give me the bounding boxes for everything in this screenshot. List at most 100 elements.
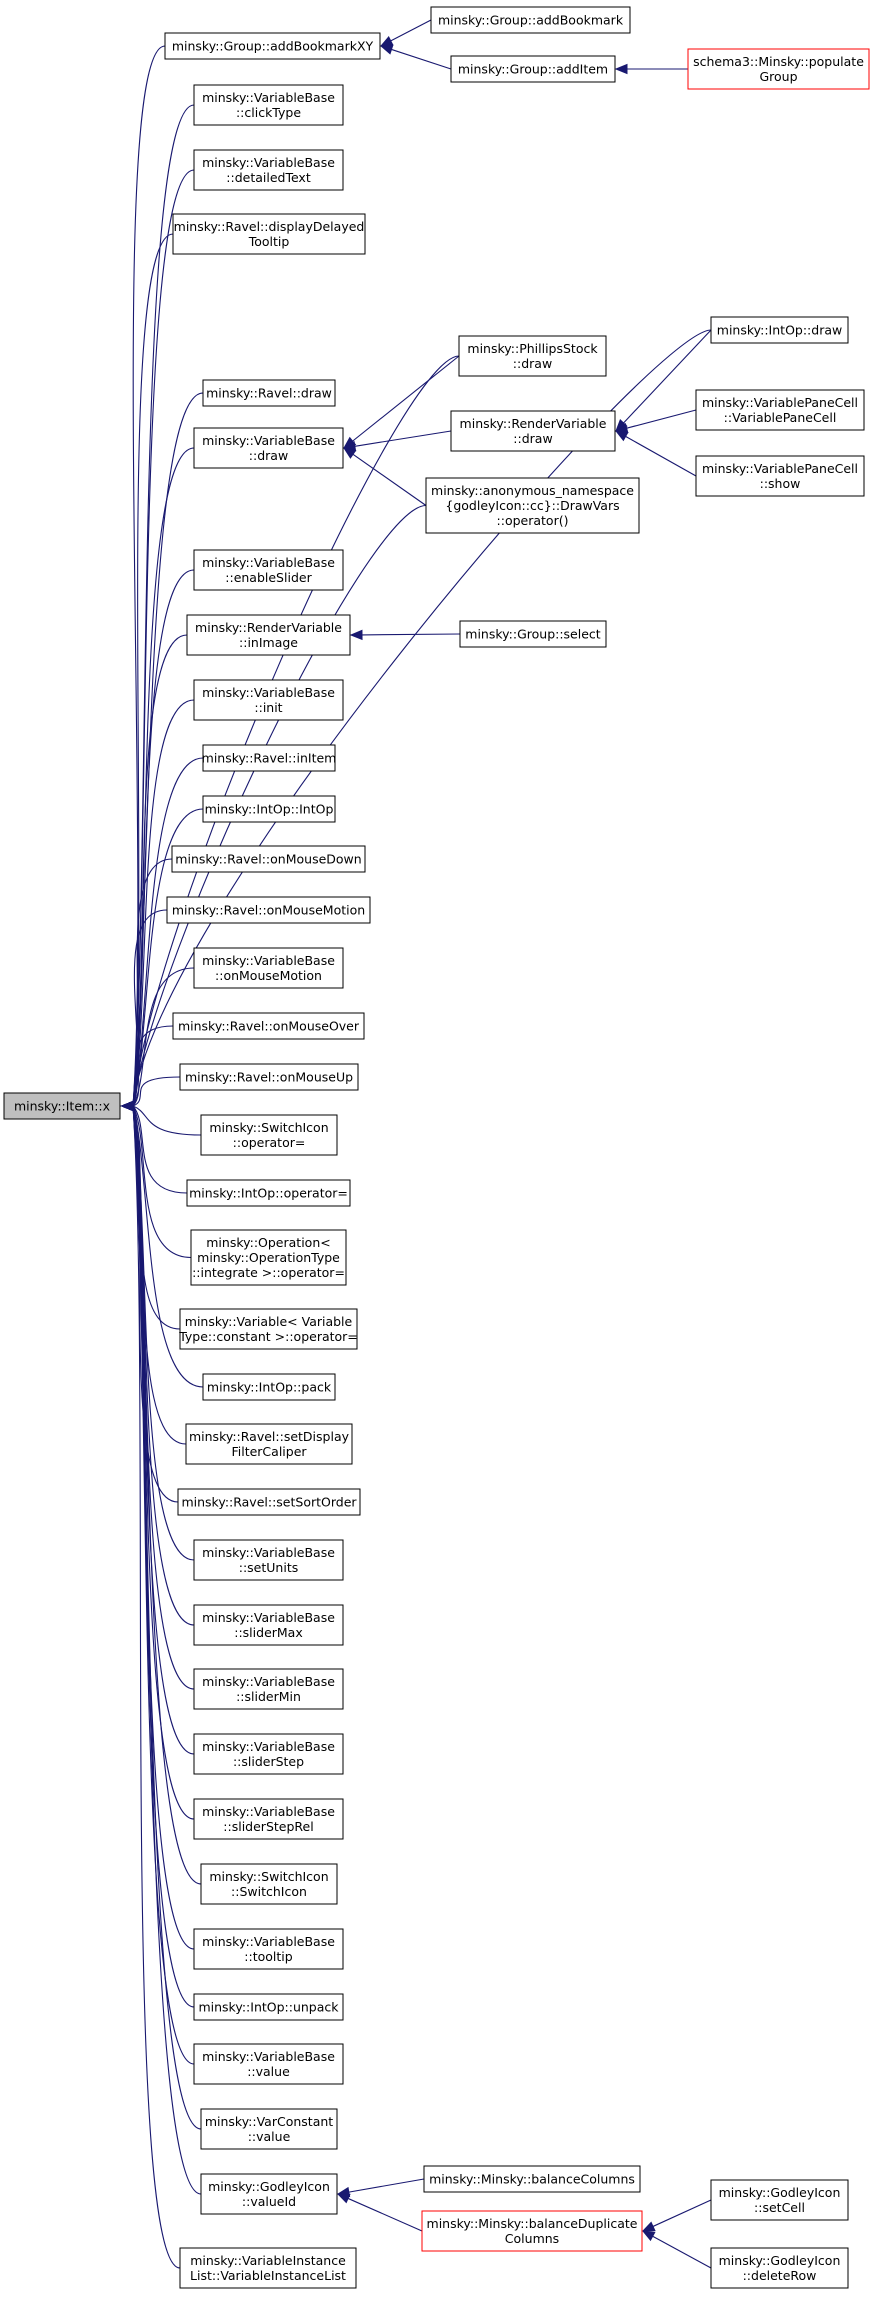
node-int-op-ctor[interactable]: minsky::IntOp::IntOp (202, 795, 336, 823)
node-enable-slider[interactable]: minsky::VariableBase::enableSlider (193, 549, 344, 591)
edge-line (132, 1105, 195, 1755)
node-label: minsky::GodleyIcon (208, 2179, 330, 2194)
node-var-inst-list[interactable]: minsky::VariableInstanceList::VariableIn… (179, 2247, 357, 2289)
node-box (421, 2210, 643, 2252)
node-box (193, 1604, 344, 1646)
node-var-assign[interactable]: minsky::Variable< VariableType::constant… (178, 1308, 358, 1350)
node-render-var-draw[interactable]: minsky::RenderVariable::draw (450, 410, 616, 452)
edge-balance-dup-to-value-id (336, 2193, 423, 2232)
node-x[interactable]: minsky::Item::x (3, 1092, 121, 1120)
node-op-assign[interactable]: minsky::Operation< minsky::OperationType… (190, 1229, 347, 1286)
node-vc-value[interactable]: minsky::VarConstant::value (200, 2108, 338, 2150)
node-mouse-motion[interactable]: minsky::Ravel::onMouseMotion (166, 896, 371, 924)
node-label: minsky::VariablePaneCell (702, 395, 858, 410)
node-box (458, 335, 607, 377)
node-slider-min[interactable]: minsky::VariableBase::sliderMin (193, 1668, 344, 1710)
node-label: ::sliderStepRel (223, 1819, 313, 1834)
node-init[interactable]: minsky::VariableBase::init (193, 679, 344, 721)
node-label: ::SwitchIcon (231, 1884, 307, 1899)
node-add-bookmark[interactable]: minsky::Group::addBookmark (430, 6, 631, 34)
node-label: ::deleteRow (743, 2268, 817, 2283)
node-ravel-draw[interactable]: minsky::Ravel::draw (202, 379, 336, 407)
node-label: ::clickType (236, 105, 301, 120)
node-int-op-assign[interactable]: minsky::IntOp::operator= (186, 1179, 351, 1207)
node-draw-vars[interactable]: minsky::anonymous_namespace{godleyIcon::… (425, 477, 640, 534)
node-label: ::enableSlider (225, 570, 312, 585)
edge-line (132, 329, 712, 1107)
node-value-id[interactable]: minsky::GodleyIcon::valueId (200, 2173, 338, 2215)
node-label: ::draw (513, 431, 552, 446)
node-vb-value[interactable]: minsky::VariableBase::value (193, 2043, 344, 2085)
node-mouse-over[interactable]: minsky::Ravel::onMouseOver (172, 1012, 365, 1040)
node-add-bookmark-xy[interactable]: minsky::Group::addBookmarkXY (164, 32, 381, 60)
node-sort-order[interactable]: minsky::Ravel::setSortOrder (177, 1488, 361, 1516)
edge-draw-vars-to-var-base-draw (342, 447, 427, 506)
node-set-units[interactable]: minsky::VariableBase::setUnits (193, 1539, 344, 1581)
edge-line (132, 1105, 192, 1259)
node-box (179, 1063, 359, 1091)
edge-value-id-to-x (120, 1100, 202, 2195)
node-var-pane-show[interactable]: minsky::VariablePaneCell::show (695, 455, 865, 497)
node-label: Type::constant >::operator= (178, 1329, 358, 1344)
node-label: ::tooltip (244, 1949, 292, 1964)
edge-line (626, 409, 697, 429)
node-label: minsky::IntOp::IntOp (205, 802, 334, 817)
edge-arrowhead (379, 44, 394, 55)
edge-line (132, 808, 204, 1107)
node-box (172, 1012, 365, 1040)
node-box (695, 455, 865, 497)
node-box (172, 213, 366, 255)
node-box (193, 1798, 344, 1840)
node-balance-cols[interactable]: minsky::Minsky::balanceColumns (423, 2165, 641, 2193)
edge-tooltip-to-x (120, 1100, 195, 1950)
edge-line (132, 1105, 195, 1820)
node-var-base-draw[interactable]: minsky::VariableBase::draw (193, 427, 344, 469)
edge-slider-step-to-x (120, 1100, 195, 1755)
edge-var-base-draw-to-x (120, 447, 195, 1112)
node-switch-assign[interactable]: minsky::SwitchIcon::operator= (200, 1114, 338, 1156)
node-label: ::draw (249, 448, 288, 463)
edge-line (361, 633, 461, 636)
node-int-op-draw[interactable]: minsky::IntOp::draw (710, 316, 849, 344)
edge-line (352, 453, 427, 506)
node-label: ::onMouseMotion (215, 968, 322, 983)
node-mouse-up[interactable]: minsky::Ravel::onMouseUp (179, 1063, 359, 1091)
node-add-item[interactable]: minsky::Group::addItem (450, 55, 616, 83)
edge-phillips-draw-to-var-base-draw (342, 355, 460, 449)
node-detailed-text[interactable]: minsky::VariableBase::detailedText (193, 149, 344, 191)
node-in-image[interactable]: minsky::RenderVariable::inImage (186, 614, 351, 656)
node-vb-mouse-motion[interactable]: minsky::VariableBase::onMouseMotion (193, 947, 344, 989)
edge-line (132, 1105, 204, 1388)
node-phillips-draw[interactable]: minsky::PhillipsStock::draw (458, 335, 607, 377)
node-box (193, 549, 344, 591)
node-slider-step-rel[interactable]: minsky::VariableBase::sliderStepRel (193, 1798, 344, 1840)
edge-render-var-draw-to-var-base-draw (342, 430, 452, 452)
node-mouse-down[interactable]: minsky::Ravel::onMouseDown (171, 845, 366, 873)
node-label: minsky::VarConstant (205, 2114, 333, 2129)
node-slider-max[interactable]: minsky::VariableBase::sliderMax (193, 1604, 344, 1646)
node-slider-step[interactable]: minsky::VariableBase::sliderStep (193, 1733, 344, 1775)
node-pack[interactable]: minsky::IntOp::pack (202, 1373, 336, 1401)
edge-line (132, 757, 204, 1107)
edge-click-type-to-x (120, 104, 195, 1112)
node-click-type[interactable]: minsky::VariableBase::clickType (193, 84, 344, 126)
node-label: minsky::Item::x (14, 1099, 110, 1114)
edge-op-assign-to-x (120, 1100, 192, 1259)
node-switch-ctor[interactable]: minsky::SwitchIcon::SwitchIcon (200, 1863, 338, 1905)
node-label: ::draw (513, 356, 552, 371)
edge-var-inst-list-to-x (120, 1100, 181, 2269)
node-group-select[interactable]: minsky::Group::select (459, 620, 607, 648)
node-var-pane-cell[interactable]: minsky::VariablePaneCell::VariablePaneCe… (695, 389, 865, 431)
node-unpack[interactable]: minsky::IntOp::unpack (193, 1993, 344, 2021)
node-label: schema3::Minsky::populate (693, 54, 864, 69)
edge-line (348, 2178, 425, 2193)
node-label: minsky::Ravel::onMouseMotion (172, 903, 365, 918)
node-tooltip[interactable]: minsky::VariableBase::tooltip (193, 1928, 344, 1970)
node-set-cell[interactable]: minsky::GodleyIcon::setCell (710, 2179, 849, 2221)
node-delete-row[interactable]: minsky::GodleyIcon::deleteRow (710, 2247, 849, 2289)
node-in-item[interactable]: minsky::Ravel::inItem (202, 744, 337, 772)
